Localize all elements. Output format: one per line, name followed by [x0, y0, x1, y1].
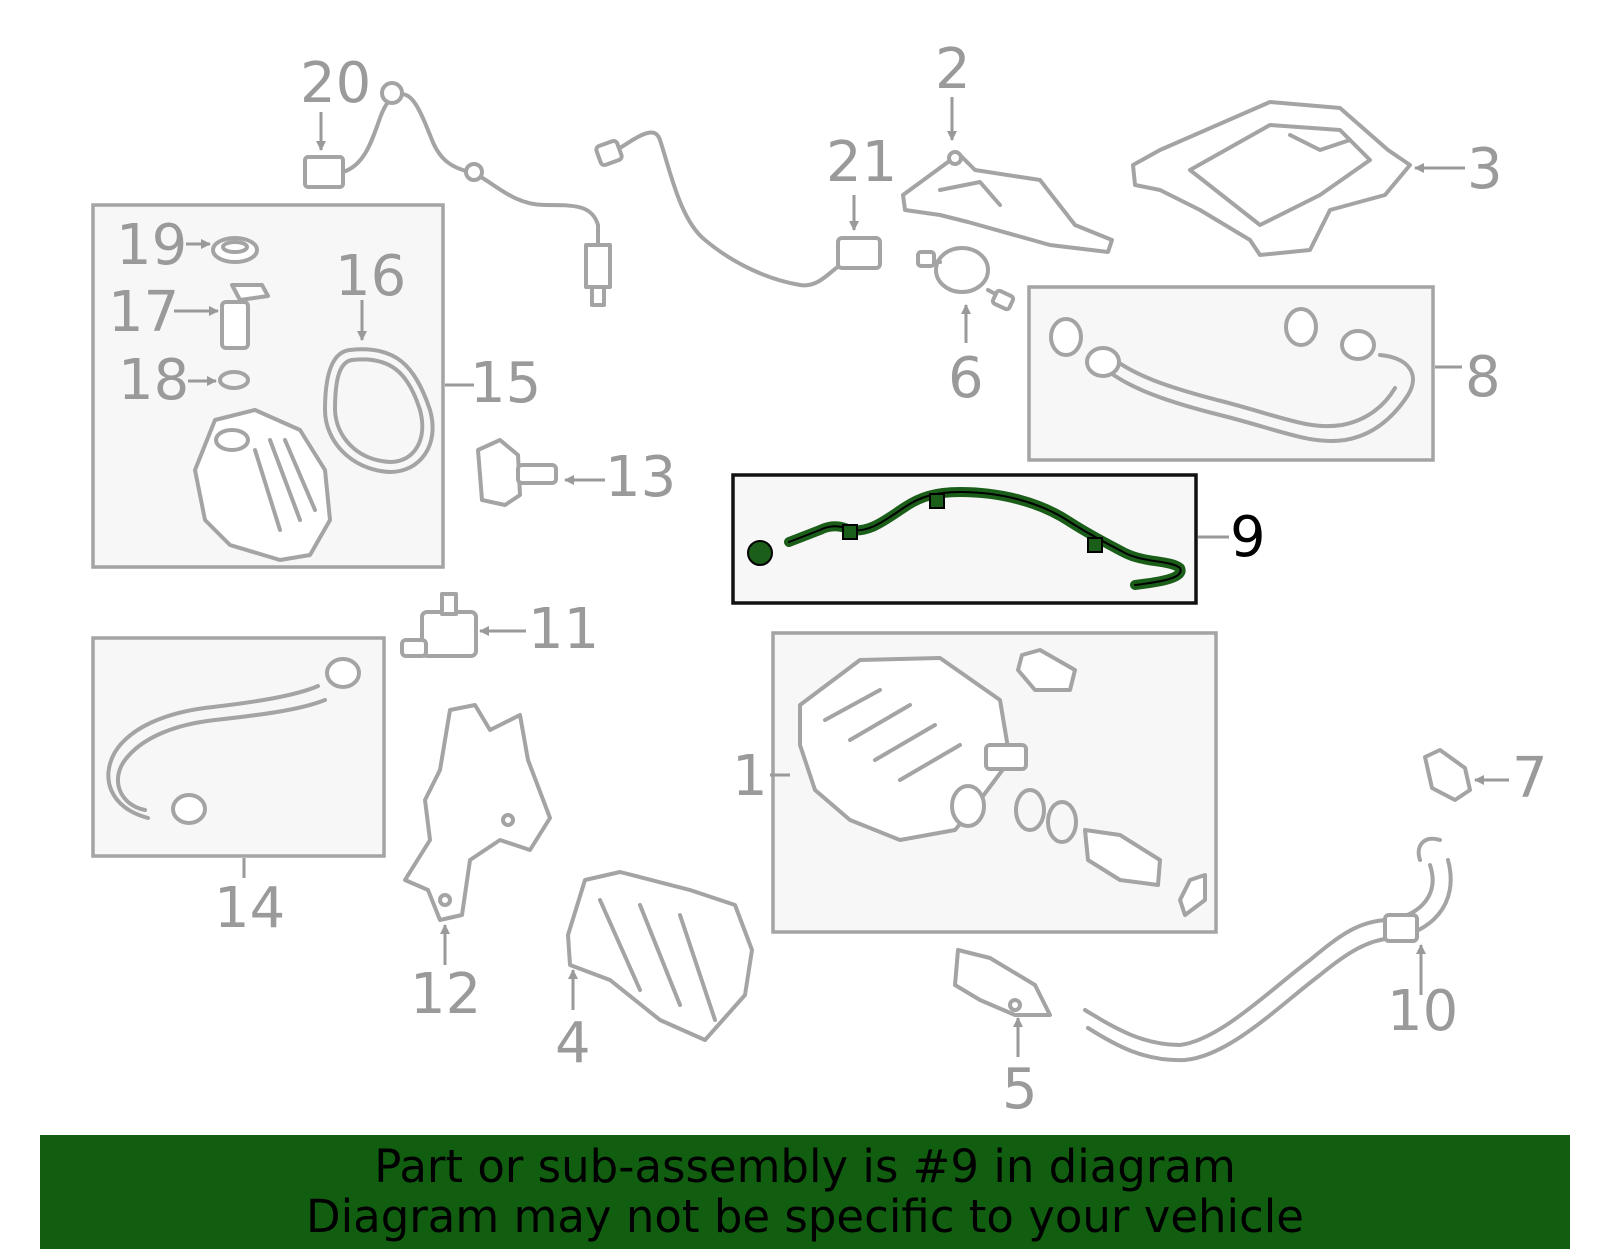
callout-19: 19 — [116, 213, 187, 278]
callout-1: 1 — [732, 744, 768, 809]
leader-lines — [174, 97, 1509, 1057]
callout-2: 2 — [935, 37, 971, 102]
callout-6: 6 — [948, 346, 984, 411]
callout-8: 8 — [1465, 345, 1501, 410]
part-5-bracket — [953, 948, 1052, 1017]
part-16-gasket — [323, 347, 435, 474]
part-18-o-ring — [218, 370, 250, 390]
info-banner: Part or sub-assembly is #9 in diagram Di… — [40, 1135, 1570, 1249]
part-1-canister — [798, 648, 1207, 917]
part-3-tray — [1131, 100, 1412, 257]
callout-9: 9 — [1230, 505, 1266, 570]
callout-10: 10 — [1387, 979, 1458, 1044]
banner-line-2: Diagram may not be specific to your vehi… — [306, 1190, 1304, 1243]
callout-labels: 20 2 3 21 19 16 17 6 8 18 15 13 9 11 1 7… — [108, 37, 1548, 1122]
callout-20: 20 — [300, 51, 371, 116]
part-2-bracket — [901, 150, 1114, 254]
callout-14: 14 — [214, 876, 285, 941]
callout-17: 17 — [108, 280, 179, 345]
callout-11: 11 — [528, 597, 599, 662]
callout-12: 12 — [410, 962, 481, 1027]
part-13-solenoid — [476, 438, 558, 507]
part-4-shield — [566, 870, 754, 1042]
callout-3: 3 — [1467, 137, 1503, 202]
callout-15: 15 — [470, 351, 541, 416]
part-7-fitting — [1423, 748, 1472, 802]
part-6-pressure-sensor — [916, 246, 1016, 312]
box-8 — [1027, 285, 1435, 462]
part-15-canister-cover — [193, 408, 332, 562]
callout-13: 13 — [605, 445, 676, 510]
part-10-hose — [1083, 836, 1453, 1063]
callout-7: 7 — [1512, 746, 1548, 811]
callout-16: 16 — [335, 244, 406, 309]
callout-5: 5 — [1002, 1057, 1038, 1122]
banner-line-1: Part or sub-assembly is #9 in diagram — [374, 1140, 1236, 1193]
part-20-oxygen-sensor — [303, 81, 612, 307]
part-9-vapor-hose — [747, 487, 1186, 590]
part-11-purge-valve — [400, 592, 478, 658]
part-8-hose — [1049, 307, 1415, 443]
part-12-bracket — [403, 703, 552, 922]
callout-4: 4 — [555, 1011, 591, 1076]
part-19-seal — [211, 236, 259, 264]
part-14-hose — [106, 657, 361, 825]
callout-21: 21 — [826, 130, 897, 195]
part-21-oxygen-sensor — [594, 130, 882, 288]
part-17-valve — [220, 283, 270, 350]
callout-18: 18 — [118, 348, 189, 413]
